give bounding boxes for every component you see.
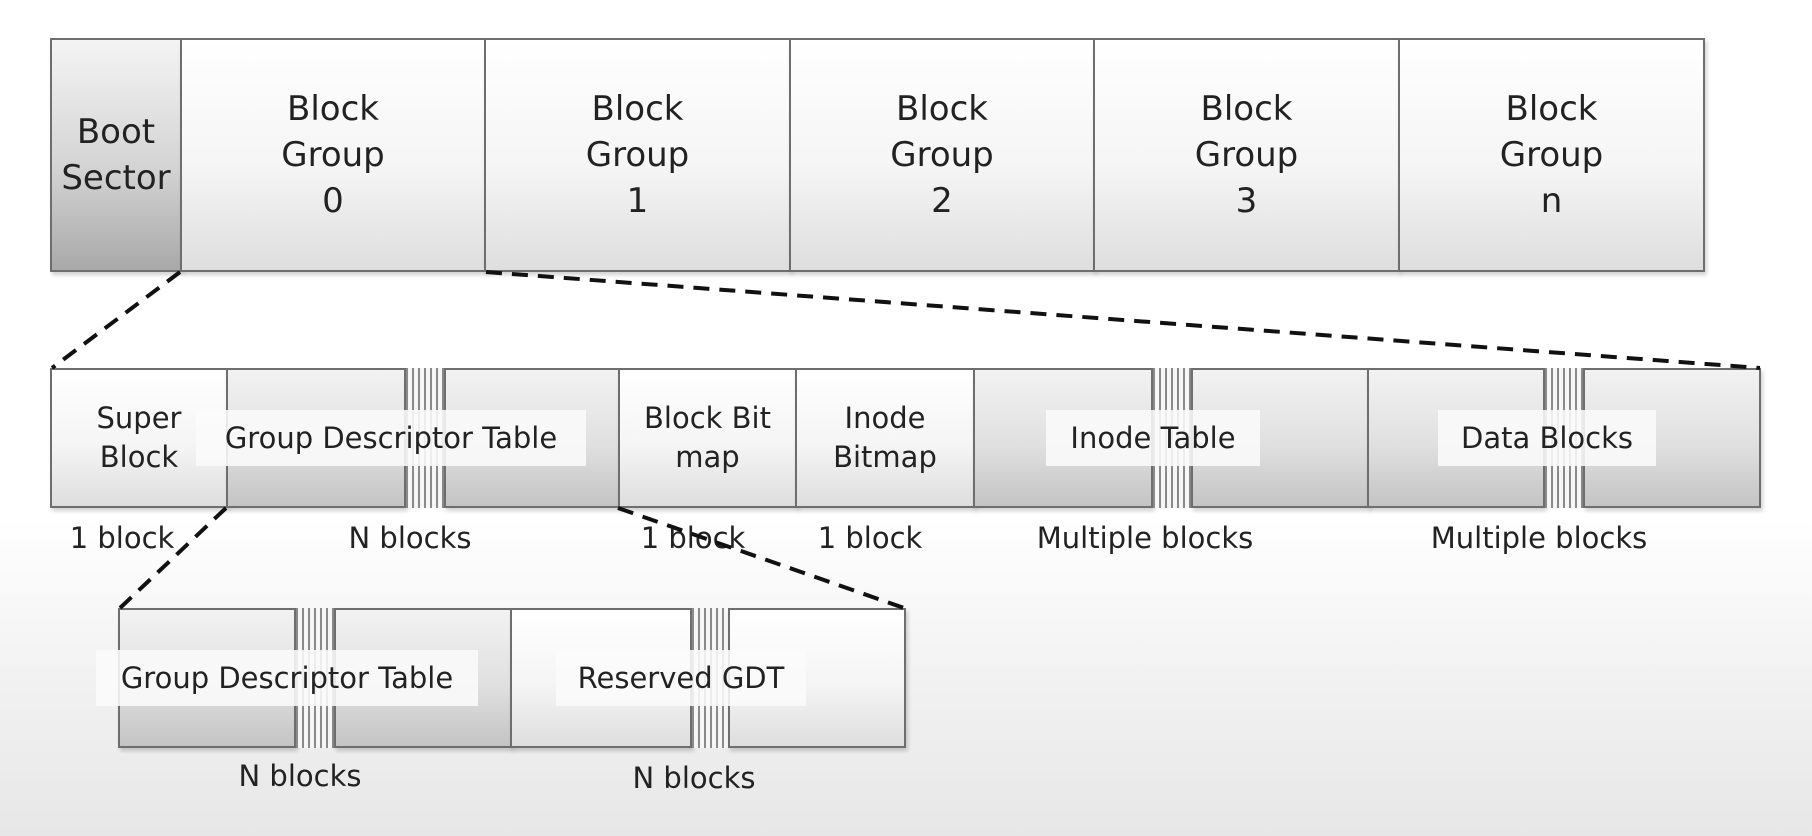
gdt-label: Group Descriptor Table bbox=[196, 410, 586, 466]
gdt-size-label: N blocks bbox=[348, 521, 472, 555]
data-blocks-label: Data Blocks bbox=[1438, 410, 1656, 466]
reserved-gdt-label: Reserved GDT bbox=[556, 650, 806, 706]
inode-bitmap-cell: Inode Bitmap bbox=[795, 368, 975, 508]
inode-table-size-label: Multiple blocks bbox=[1036, 521, 1254, 555]
connector-top-right bbox=[485, 270, 1761, 370]
bottom-gdt-size-label: N blocks bbox=[238, 759, 362, 793]
block-group-2-label: Block Group 2 bbox=[890, 89, 994, 221]
inode-bitmap-size-label: 1 block bbox=[817, 521, 923, 555]
block-group-3-cell: Block Group 3 bbox=[1093, 38, 1400, 272]
bottom-gdt-label: Group Descriptor Table bbox=[96, 650, 478, 706]
boot-sector-label: Boot Sector bbox=[61, 112, 171, 198]
block-bitmap-label: Block Bit map bbox=[644, 401, 771, 474]
super-block-size-label: 1 block bbox=[69, 521, 175, 555]
block-group-0-label: Block Group 0 bbox=[281, 89, 385, 221]
block-group-n-label: Block Group n bbox=[1499, 89, 1604, 221]
data-blocks-size-label: Multiple blocks bbox=[1430, 521, 1648, 555]
block-bitmap-size-label: 1 block bbox=[640, 521, 746, 555]
block-group-1-label: Block Group 1 bbox=[585, 89, 690, 221]
super-block-label: Super Block bbox=[96, 401, 182, 474]
inode-bitmap-label: Inode Bitmap bbox=[833, 401, 937, 474]
reserved-gdt-size-label: N blocks bbox=[632, 761, 756, 795]
inode-table-label: Inode Table bbox=[1046, 410, 1260, 466]
block-bitmap-cell: Block Bit map bbox=[618, 368, 797, 508]
connector-top-left bbox=[50, 270, 182, 370]
boot-sector-cell: Boot Sector bbox=[50, 38, 182, 272]
block-group-3-label: Block Group 3 bbox=[1194, 89, 1299, 221]
block-group-1-cell: Block Group 1 bbox=[484, 38, 791, 272]
connector-mid-left bbox=[118, 506, 228, 610]
block-group-n-cell: Block Group n bbox=[1398, 38, 1705, 272]
connector-mid-right bbox=[617, 506, 905, 610]
